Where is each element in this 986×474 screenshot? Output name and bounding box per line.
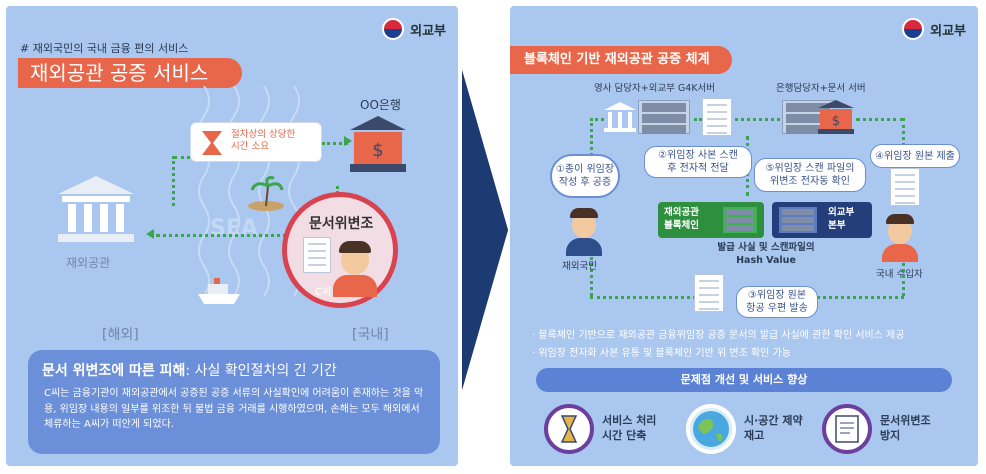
damage-body: C씨는 금융기관이 재외공관에서 공증된 공증 서류의 사실확인에 어려움이 존… [44, 388, 424, 430]
right-panel: 외교부 블록체인 기반 재외공관 공증 체계 영사 담당자+외교부 G4K서버 … [510, 6, 978, 466]
delay-box: 절차상의 상당한 시간 소요 [190, 122, 322, 162]
damage-box: 문서 위변조에 따른 피해: 사실 확인절차의 긴 기간 C씨는 금융기관이 재… [28, 350, 440, 454]
transition-arrow-icon [462, 70, 508, 390]
svg-text:$: $ [832, 114, 840, 129]
taegeuk-icon [902, 18, 925, 40]
step-3-bubble: ③위임장 원본 항공 우편 발송 [736, 286, 818, 318]
benefit-item: 서비스 처리 시간 단축 [544, 402, 684, 458]
flow-line [694, 118, 780, 121]
arrow-line [322, 142, 348, 145]
flow-line [856, 118, 904, 121]
globe-icon [686, 404, 736, 454]
forgery-circle: 문서위변조 C씨 [282, 192, 398, 308]
step-5-bubble: ⑤위임장 스캔 파일의 위변조 전자동 확인 [754, 158, 866, 192]
hourglass-icon [202, 131, 222, 155]
citizen-label: 재외국민 [562, 261, 597, 272]
taegeuk-icon [382, 18, 405, 40]
body-shape [333, 275, 377, 297]
document-icon [303, 237, 331, 273]
bank-building-icon: $ [818, 100, 854, 134]
arrow-line [156, 234, 336, 237]
flow-line [590, 246, 593, 296]
ministry-logo: 외교부 [902, 18, 966, 40]
hourglass-icon [544, 404, 594, 454]
importer-label: 국내 수입자 [876, 269, 923, 280]
bank-building-icon: $ [350, 116, 406, 172]
embassy-building-icon [604, 102, 636, 132]
hair-shape [339, 241, 371, 253]
chain-left-label: 재외공관 블록체인 [664, 207, 699, 232]
benefit-item: 시·공간 제약 재고 [686, 402, 826, 458]
damage-title-bold: 문서 위변조에 따른 피해 [42, 363, 186, 379]
forgery-title: 문서위변조 [309, 216, 374, 232]
chain-right-label: 외교부 본부 [828, 207, 855, 232]
tagline: # 재외국민의 국내 금융 편의 서비스 [20, 42, 189, 55]
flow-line [810, 296, 904, 299]
hair-shape [570, 208, 598, 218]
page-title: 블록체인 기반 재외공관 공증 체계 [510, 46, 732, 74]
flow-line [902, 246, 905, 296]
server-icon [778, 206, 818, 234]
embassy-building-icon [58, 176, 134, 242]
benefit-label: 시·공간 제약 재고 [744, 414, 803, 442]
flow-line [590, 118, 593, 162]
person-label: C씨 [315, 287, 332, 298]
flow-line [590, 118, 604, 121]
domestic-label: [국내] [352, 327, 389, 343]
body-shape [566, 238, 602, 256]
benefit-label: 문서위변조 방지 [880, 414, 931, 442]
svg-text:$: $ [372, 140, 383, 161]
damage-title: 문서 위변조에 따른 피해: 사실 확인절차의 긴 기간 [42, 360, 337, 380]
island-icon [248, 176, 284, 211]
body-shape [882, 244, 918, 262]
bullet-2: · 위임장 전자화 사본 유통 및 블록체인 기반 위 변조 확인 가능 [532, 348, 791, 359]
step-1-bubble: ①종이 위임장 작성 후 공증 [550, 154, 620, 198]
improvement-banner: 문제점 개선 및 서비스 향상 [536, 368, 952, 392]
document-icon [694, 274, 724, 312]
bullet-1: · 블록체인 기반으로 재외공관 금융위임장 공증 문서의 발급 사실에 관한 … [532, 330, 905, 341]
arrow-head-icon [344, 136, 352, 146]
server-left-label: 영사 담당자+외교부 G4K서버 [594, 83, 716, 94]
arrow-line [174, 156, 190, 159]
delay-text: 절차상의 상당한 시간 소요 [231, 129, 296, 153]
sea-label: SEA [210, 216, 258, 241]
arrow-head-icon [146, 229, 154, 239]
step-4-bubble: ④위임장 원본 제출 [870, 144, 960, 168]
bank-label: OO은행 [360, 98, 401, 112]
hash-caption: 발급 사실 및 스캔파일의 Hash Value [717, 242, 815, 266]
document-icon [702, 98, 732, 136]
ministry-logo: 외교부 [382, 18, 446, 40]
chain-left-box: 재외공관 블록체인 [658, 202, 764, 238]
embassy-label: 재외공관 [66, 256, 111, 270]
server-icon [722, 206, 758, 234]
server-icon [638, 100, 690, 134]
document-icon [890, 168, 920, 206]
flow-line [902, 118, 905, 158]
flow-line [590, 296, 720, 299]
benefit-label: 서비스 처리 시간 단축 [602, 414, 657, 442]
logo-text: 외교부 [410, 23, 446, 39]
chain-right-box: 외교부 본부 [772, 202, 872, 238]
damage-title-rest: : 사실 확인절차의 긴 기간 [185, 363, 337, 379]
step-2-bubble: ②위임장 사본 스캔 후 전자적 전달 [644, 146, 752, 178]
logo-text: 외교부 [930, 23, 966, 39]
document-icon [822, 404, 872, 454]
arrow-line [172, 156, 175, 206]
abroad-label: [해외] [102, 327, 139, 343]
left-panel: 외교부 # 재외국민의 국내 금융 편의 서비스 재외공관 공증 서비스 SEA… [6, 6, 458, 466]
page-title: 재외공관 공증 서비스 [18, 58, 243, 88]
server-right-label: 은행담당자+문서 서버 [776, 83, 866, 94]
hair-shape [886, 214, 914, 224]
benefit-item: 문서위변조 방지 [822, 402, 962, 458]
ship-icon [198, 278, 240, 304]
